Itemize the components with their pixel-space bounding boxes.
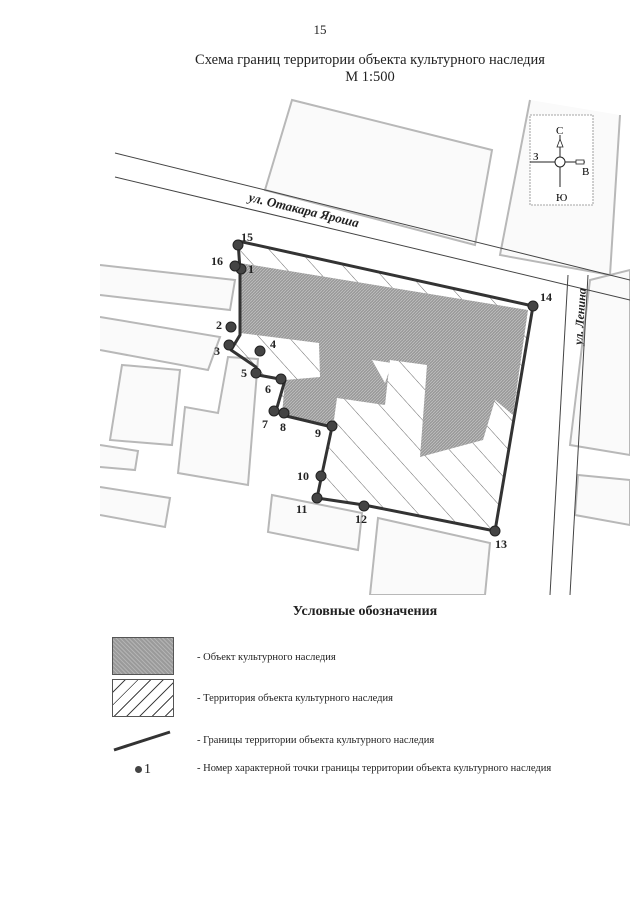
- building-west-5: [100, 444, 140, 472]
- background-buildings: [100, 98, 630, 595]
- point-13-marker: [489, 525, 501, 537]
- point-16-marker: [229, 260, 241, 272]
- point-9-label: 9: [315, 426, 321, 440]
- point-8-marker: [278, 407, 290, 419]
- building-east-2: [573, 473, 630, 527]
- compass-north: С: [556, 125, 563, 137]
- point-6-marker: [275, 373, 287, 385]
- point-15-label: 15: [241, 230, 253, 244]
- heritage-object: [240, 263, 528, 457]
- point-3-marker: [223, 339, 235, 351]
- scale-text: М 1:500: [345, 69, 395, 85]
- legend-label-object: - Объект культурного наследия: [197, 652, 336, 663]
- point-15-marker: [232, 239, 244, 251]
- courtyard-1: [372, 360, 392, 383]
- point-dot-icon: [135, 765, 142, 773]
- compass-rose: С Ю З В: [529, 114, 594, 206]
- point-14-marker: [527, 300, 539, 312]
- title-text: Схема границ территории объекта культурн…: [195, 52, 545, 68]
- compass-east: В: [582, 166, 589, 178]
- point-1-label: 1: [248, 262, 254, 276]
- street-label-lenina: ул. Ленина: [571, 288, 589, 348]
- point-4-label: 4: [270, 337, 276, 351]
- point-14-label: 14: [540, 290, 552, 304]
- legend-label-point: - Номер характерной точки границы террит…: [197, 763, 552, 774]
- point-12-label: 12: [355, 512, 367, 526]
- boundary-points: [223, 239, 539, 537]
- point-sample: 1: [112, 760, 174, 778]
- point-2-marker: [225, 321, 237, 333]
- boundary-map: ул. Отакара Яроша ул. Ленина: [100, 95, 630, 595]
- building-south-2: [368, 516, 492, 595]
- page-title: Схема границ территории объекта культурн…: [0, 52, 640, 86]
- point-3-label: 3: [214, 344, 220, 358]
- building-west-3: [108, 363, 182, 447]
- point-10-label: 10: [297, 469, 309, 483]
- point-16-label: 16: [211, 254, 223, 268]
- point-13-label: 13: [495, 537, 507, 551]
- street-lines: [114, 152, 630, 595]
- point-9-marker: [326, 420, 338, 432]
- building-north: [263, 98, 494, 247]
- building-east-1: [568, 268, 630, 457]
- legend-item-object: - Объект культурного наследия: [112, 637, 336, 675]
- object-swatch: [112, 637, 174, 675]
- point-2-label: 2: [216, 318, 222, 332]
- page-number: 15: [313, 22, 327, 37]
- legend-item-boundary: - Границы территории объекта культурного…: [112, 730, 434, 752]
- point-5-marker: [250, 367, 262, 379]
- legend-item-territory: - Территория объекта культурного наследи…: [112, 679, 393, 717]
- territory-swatch: [112, 679, 174, 717]
- legend-item-point: 1 - Номер характерной точки границы терр…: [112, 760, 551, 778]
- building-west-2: [100, 316, 222, 372]
- legend-title: Условные обозначения: [292, 604, 438, 619]
- point-5-label: 5: [241, 366, 247, 380]
- legend-label-boundary: - Границы территории объекта культурного…: [197, 735, 435, 746]
- building-west-6: [100, 486, 172, 529]
- point-11-marker: [311, 492, 323, 504]
- point-8-label: 8: [280, 420, 286, 434]
- legend-label-territory: - Территория объекта культурного наследи…: [197, 693, 393, 704]
- boundary-line-sample: [113, 730, 171, 752]
- point-7-marker: [268, 405, 280, 417]
- point-4-marker: [254, 345, 266, 357]
- point-12-marker: [358, 500, 370, 512]
- compass-west: З: [533, 151, 539, 163]
- building-south-1: [266, 493, 364, 552]
- compass-south: Ю: [556, 192, 567, 204]
- building-west-1: [100, 264, 237, 312]
- point-7-label: 7: [262, 417, 268, 431]
- point-6-label: 6: [265, 382, 271, 396]
- point-10-marker: [315, 470, 327, 482]
- point-11-label: 11: [296, 502, 307, 516]
